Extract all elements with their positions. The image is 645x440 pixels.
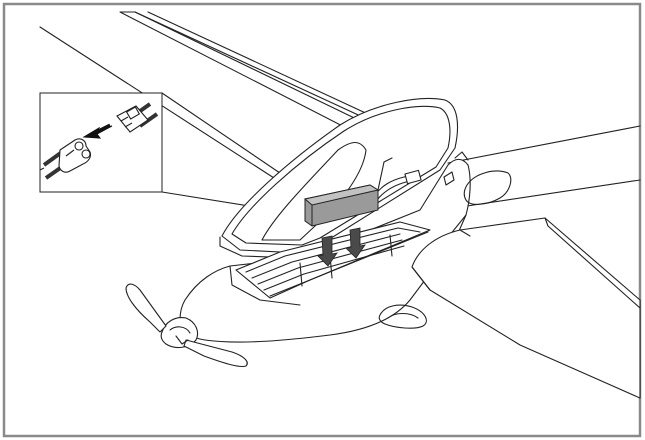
battery-bay (235, 221, 431, 299)
landing-wheel (378, 304, 427, 329)
connector-inset (39, 92, 163, 193)
vent (443, 171, 455, 186)
battery-lead (373, 157, 422, 201)
insert-arrow-icon (82, 123, 113, 139)
battery-icon (303, 184, 380, 227)
propeller-assembly (125, 283, 248, 368)
connector-socket-icon (39, 138, 92, 180)
down-arrow-icon (317, 227, 366, 267)
propeller-blade-lower (183, 339, 248, 368)
connector-plug-icon (116, 102, 159, 133)
front-wing (411, 217, 641, 399)
propeller-blade-upper (125, 283, 167, 333)
tail-boom (447, 125, 641, 207)
side-window (463, 170, 512, 205)
